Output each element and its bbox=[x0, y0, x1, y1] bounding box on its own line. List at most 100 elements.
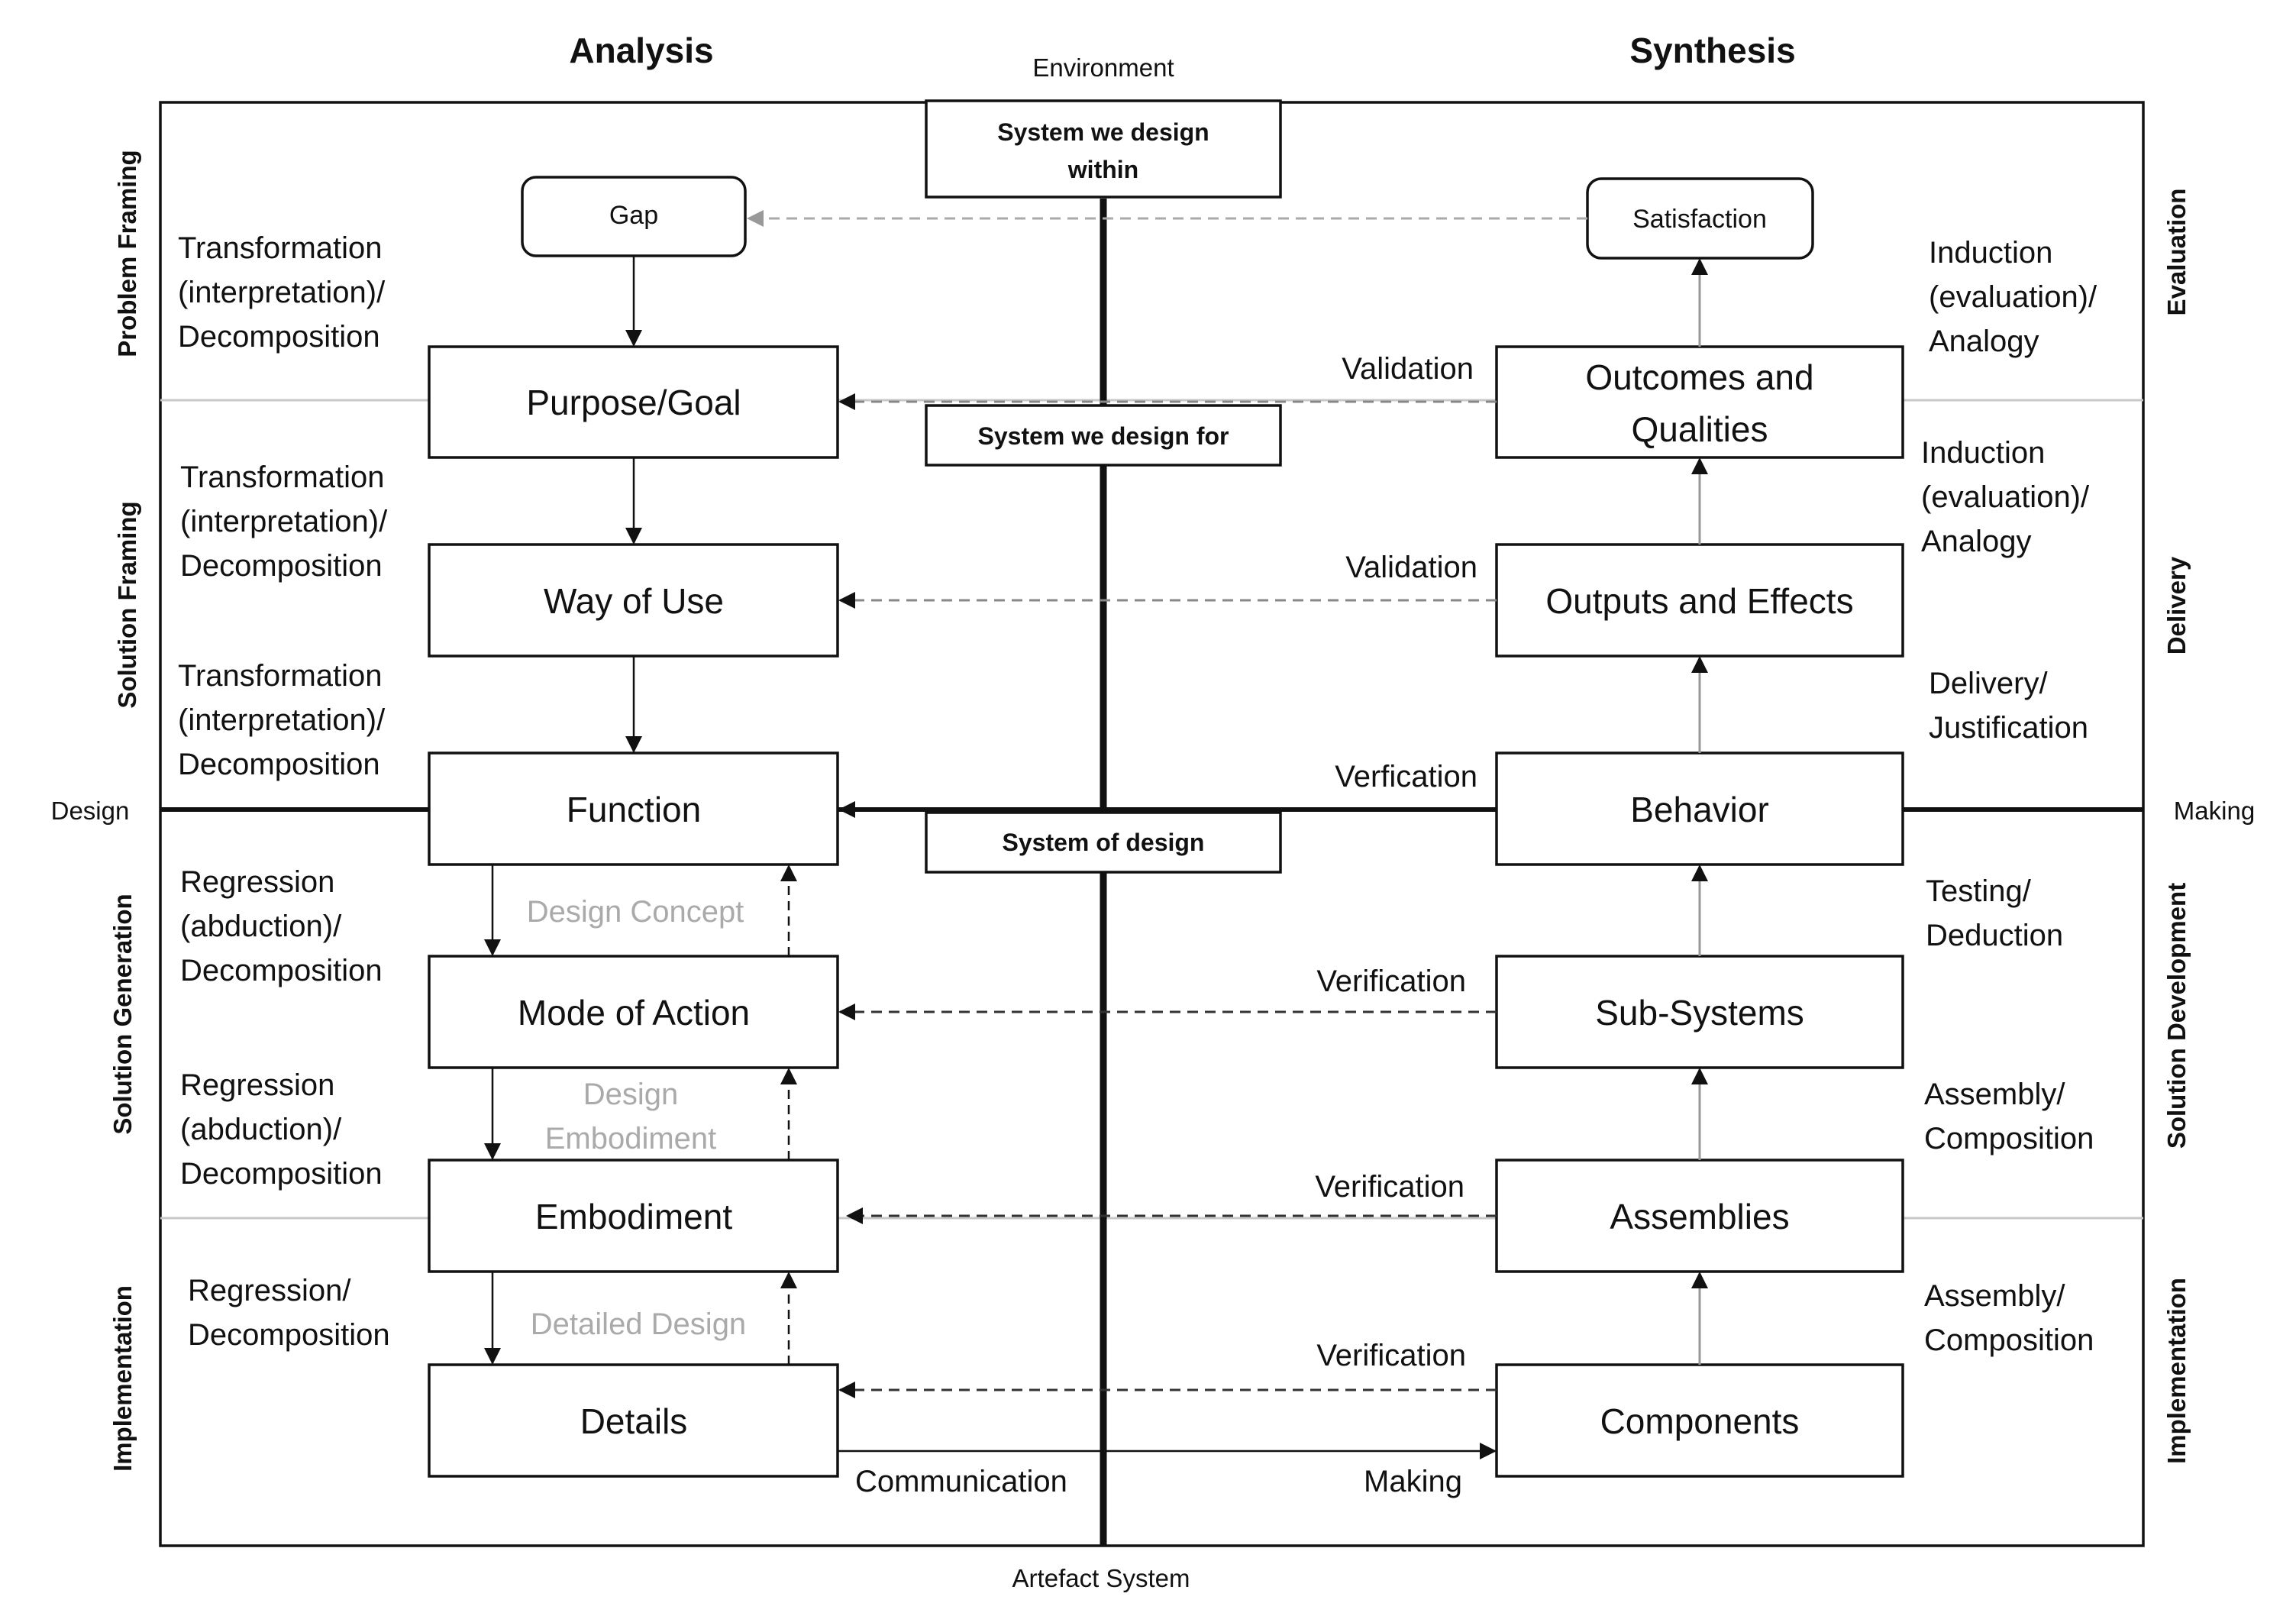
phase-delivery: Delivery bbox=[2162, 556, 2191, 654]
outcomes-qualities-line2: Qualities bbox=[1632, 409, 1768, 449]
sub-systems-node bbox=[1495, 955, 1904, 1069]
details-node bbox=[428, 1363, 839, 1478]
label-testing: Testing/ Deduction bbox=[1926, 874, 2063, 952]
label-transformation-3: Transformation (interpretation)/ Decompo… bbox=[178, 659, 386, 781]
label-transformation-3-line2: (interpretation)/ bbox=[178, 703, 386, 737]
purpose-goal-label: Purpose/Goal bbox=[526, 383, 741, 422]
label-induction-2-line1: Induction bbox=[1921, 436, 2045, 470]
gap-label: Gap bbox=[609, 201, 658, 230]
label-regression-3: Regression/ Decomposition bbox=[188, 1274, 390, 1352]
phase-implementation-left: Implementation bbox=[108, 1285, 137, 1472]
function-label: Function bbox=[567, 790, 701, 829]
label-regression-2-line3: Decomposition bbox=[180, 1157, 383, 1191]
label-transformation-2: Transformation (interpretation)/ Decompo… bbox=[180, 461, 388, 583]
label-validation-2: Validation bbox=[1345, 551, 1477, 584]
behavior-node bbox=[1495, 751, 1904, 866]
label-assembly-1: Assembly/ Composition bbox=[1924, 1078, 2094, 1155]
function-node bbox=[428, 751, 839, 866]
label-verification-1: Verification bbox=[1316, 965, 1466, 998]
mode-of-action-label: Mode of Action bbox=[518, 993, 750, 1033]
label-transformation-1-line2: (interpretation)/ bbox=[178, 276, 386, 309]
components-label: Components bbox=[1600, 1401, 1800, 1441]
phase-solution-development: Solution Development bbox=[2162, 883, 2191, 1149]
outcomes-qualities-line1: Outcomes and bbox=[1585, 357, 1813, 397]
system-we-design-within-box bbox=[925, 99, 1282, 199]
label-making-arrow: Making bbox=[1364, 1465, 1462, 1498]
label-regression-1-line2: (abduction)/ bbox=[180, 910, 342, 943]
label-communication: Communication bbox=[855, 1465, 1067, 1498]
artefact-system-label: Artefact System bbox=[1012, 1564, 1190, 1592]
label-testing-line1: Testing/ bbox=[1926, 874, 2032, 908]
label-assembly-2-line1: Assembly/ bbox=[1924, 1279, 2065, 1313]
sub-systems-label: Sub-Systems bbox=[1595, 993, 1804, 1033]
embodiment-node bbox=[428, 1159, 839, 1273]
phase-evaluation: Evaluation bbox=[2162, 189, 2191, 316]
label-assembly-2-line2: Composition bbox=[1924, 1324, 2094, 1357]
label-induction-1-line3: Analogy bbox=[1929, 325, 2039, 358]
label-induction-1-line1: Induction bbox=[1929, 236, 2052, 270]
label-regression-3-line2: Decomposition bbox=[188, 1318, 390, 1352]
label-regression-1-line1: Regression bbox=[180, 865, 334, 899]
phase-implementation-right: Implementation bbox=[2162, 1278, 2191, 1464]
outcomes-qualities-node bbox=[1495, 345, 1904, 459]
details-label: Details bbox=[580, 1401, 688, 1441]
label-regression-2-line1: Regression bbox=[180, 1068, 334, 1102]
label-design-concept: Design Concept bbox=[527, 895, 744, 929]
label-delivery: Delivery/ Justification bbox=[1929, 667, 2088, 745]
system-we-design-for-label: System we design for bbox=[978, 422, 1229, 450]
way-of-use-node bbox=[428, 543, 839, 658]
label-induction-2: Induction (evaluation)/ Analogy bbox=[1921, 436, 2090, 558]
mode-of-action-node bbox=[428, 955, 839, 1069]
satisfaction-label: Satisfaction bbox=[1632, 205, 1767, 234]
synthesis-header: Synthesis bbox=[1629, 31, 1795, 70]
environment-label: Environment bbox=[1032, 53, 1174, 82]
label-design-embodiment-line2: Embodiment bbox=[545, 1122, 717, 1155]
behavior-label: Behavior bbox=[1630, 790, 1769, 829]
components-node bbox=[1495, 1363, 1904, 1478]
label-assembly-1-line2: Composition bbox=[1924, 1122, 2094, 1155]
label-assembly-1-line1: Assembly/ bbox=[1924, 1078, 2065, 1111]
label-regression-2: Regression (abduction)/ Decomposition bbox=[180, 1068, 383, 1191]
label-regression-1: Regression (abduction)/ Decomposition bbox=[180, 865, 383, 987]
system-we-design-within-line2: within bbox=[1067, 156, 1138, 183]
making-label: Making bbox=[2174, 797, 2255, 825]
label-induction-2-line2: (evaluation)/ bbox=[1921, 480, 2090, 514]
label-induction-1-line2: (evaluation)/ bbox=[1929, 280, 2097, 314]
system-we-design-within-line1: System we design bbox=[997, 118, 1209, 146]
label-induction-2-line3: Analogy bbox=[1921, 525, 2032, 558]
label-transformation-2-line1: Transformation bbox=[180, 461, 385, 494]
label-verification-2: Verification bbox=[1315, 1170, 1464, 1204]
label-verfication: Verfication bbox=[1335, 760, 1477, 793]
label-regression-3-line1: Regression/ bbox=[188, 1274, 351, 1307]
label-regression-2-line2: (abduction)/ bbox=[180, 1113, 342, 1146]
label-transformation-2-line2: (interpretation)/ bbox=[180, 505, 388, 538]
outputs-effects-label: Outputs and Effects bbox=[1545, 581, 1853, 621]
label-delivery-line1: Delivery/ bbox=[1929, 667, 2048, 700]
embodiment-label: Embodiment bbox=[535, 1197, 732, 1236]
phase-problem-framing: Problem Framing bbox=[113, 150, 141, 357]
analysis-header: Analysis bbox=[569, 31, 713, 70]
label-delivery-line2: Justification bbox=[1929, 711, 2088, 745]
label-validation-1: Validation bbox=[1342, 352, 1474, 386]
label-induction-1: Induction (evaluation)/ Analogy bbox=[1929, 236, 2097, 358]
purpose-goal-node bbox=[428, 345, 839, 459]
assemblies-node bbox=[1495, 1159, 1904, 1273]
label-transformation-1-line3: Decomposition bbox=[178, 320, 380, 354]
label-transformation-2-line3: Decomposition bbox=[180, 549, 383, 583]
label-verification-3: Verification bbox=[1316, 1339, 1466, 1372]
label-transformation-3-line3: Decomposition bbox=[178, 748, 380, 781]
system-we-design-for-box bbox=[925, 404, 1282, 467]
label-transformation-3-line1: Transformation bbox=[178, 659, 383, 693]
design-label: Design bbox=[51, 797, 130, 825]
phase-solution-framing: Solution Framing bbox=[113, 501, 141, 708]
label-detailed-design: Detailed Design bbox=[531, 1307, 746, 1341]
outputs-effects-node bbox=[1495, 543, 1904, 658]
system-of-design-box bbox=[925, 811, 1282, 874]
phase-solution-generation: Solution Generation bbox=[108, 894, 137, 1134]
label-assembly-2: Assembly/ Composition bbox=[1924, 1279, 2094, 1357]
label-testing-line2: Deduction bbox=[1926, 919, 2063, 952]
system-of-design-label: System of design bbox=[1003, 829, 1205, 856]
label-transformation-1-line1: Transformation bbox=[178, 231, 383, 265]
way-of-use-label: Way of Use bbox=[544, 581, 724, 621]
